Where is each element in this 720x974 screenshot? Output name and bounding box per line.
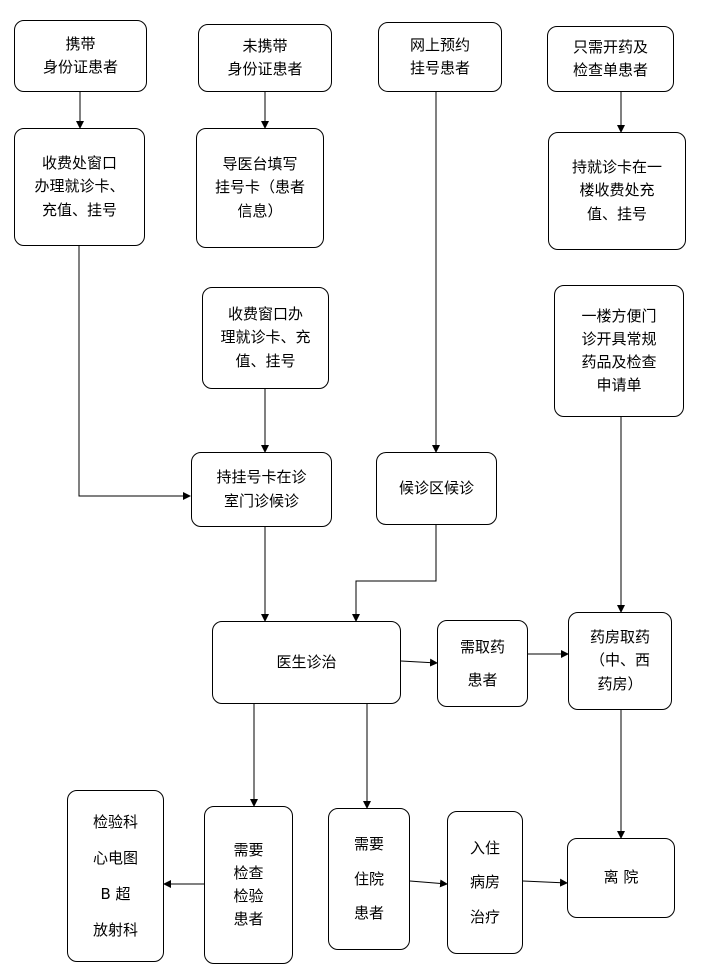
arrow-cashier-to-wait-clinic <box>78 246 191 500</box>
arrow-ward-to-leave <box>522 878 568 887</box>
node-need-hospital: 需要 住院 患者 <box>328 808 410 950</box>
node-without-id-patient: 未携带 身份证患者 <box>198 24 332 92</box>
node-waiting-area: 候诊区候诊 <box>376 452 497 525</box>
node-cashier-register-2: 收费窗口办 理就诊卡、充 值、挂号 <box>202 287 329 389</box>
node-pharmacy: 药房取药 （中、西 药房） <box>568 612 672 710</box>
node-card-recharge: 持就诊卡在一 楼收费处充 值、挂号 <box>548 132 686 250</box>
node-doctor: 医生诊治 <box>212 621 401 704</box>
arrow-doctor-to-need-meds <box>400 658 438 667</box>
node-meds-only-patient: 只需开药及 检查单患者 <box>547 26 674 92</box>
arrow-waiting-area-to-doctor <box>352 525 437 622</box>
node-convenience-clinic: 一楼方便门 诊开具常规 药品及检查 申请单 <box>554 285 684 417</box>
node-exam-departments: 检验科 心电图 B 超 放射科 <box>67 790 164 962</box>
node-cashier-register: 收费处窗口 办理就诊卡、 充值、挂号 <box>14 128 145 246</box>
node-wait-clinic: 持挂号卡在诊 室门诊候诊 <box>191 452 332 527</box>
node-ward: 入住 病房 治疗 <box>447 811 523 954</box>
node-need-meds: 需取药 患者 <box>437 620 528 707</box>
node-online-appointment: 网上预约 挂号患者 <box>378 22 502 92</box>
node-with-id-patient: 携带 身份证患者 <box>14 20 147 92</box>
node-need-exam: 需要 检查 检验 患者 <box>204 806 293 964</box>
node-leave-hospital: 离 院 <box>567 838 675 918</box>
node-guide-desk: 导医台填写 挂号卡（患者 信息） <box>196 128 324 248</box>
arrow-need-hospital-to-ward <box>409 879 448 888</box>
